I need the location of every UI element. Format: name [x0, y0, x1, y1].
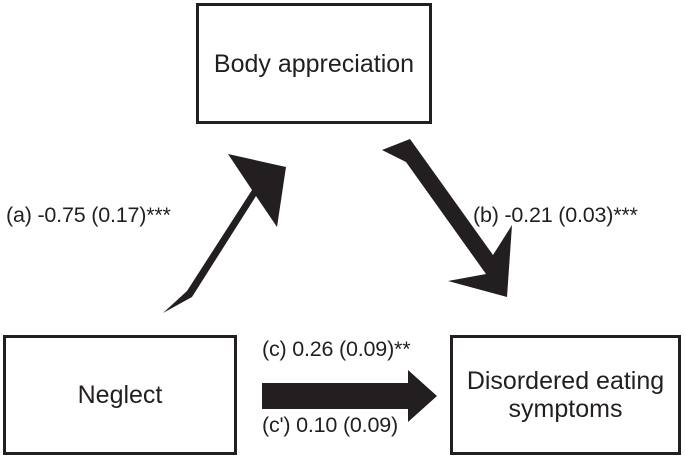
node-neglect: Neglect [3, 335, 237, 455]
arrow-path-b [382, 139, 512, 297]
path-label-a: (a) -0.75 (0.17)*** [6, 203, 171, 227]
node-neglect-label: Neglect [77, 381, 163, 409]
path-label-b: (b) -0.21 (0.03)*** [473, 203, 638, 227]
path-label-c-prime: (c') 0.10 (0.09) [262, 413, 398, 437]
node-body-appreciation-label: Body appreciation [213, 49, 415, 78]
node-outcome-label-line2: symptoms [508, 395, 623, 423]
arrow-path-c [262, 370, 437, 422]
node-outcome-label-line1: Disordered eating [466, 367, 665, 395]
path-label-c: (c) 0.26 (0.09)** [262, 337, 411, 361]
node-disordered-eating-symptoms-label: Disordered eating symptoms [467, 367, 664, 423]
node-body-appreciation: Body appreciation [196, 3, 432, 124]
arrow-path-a [163, 154, 286, 313]
node-disordered-eating-symptoms: Disordered eating symptoms [450, 335, 681, 455]
